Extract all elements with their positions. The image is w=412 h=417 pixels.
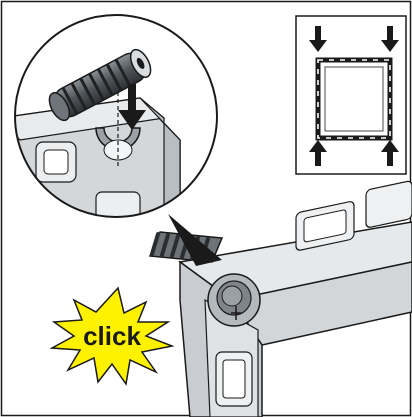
rail-slot [365,180,412,228]
arrow-up-icon [309,140,327,166]
click-label: click [83,321,141,351]
click-callout: click [49,286,175,386]
arrow-down-icon [309,26,327,52]
burst-shape [49,286,175,386]
arrow-down-icon [381,26,399,52]
magnifier-pointer [168,214,222,266]
arrow-up-icon [381,140,399,166]
detail-magnifier [14,14,218,218]
inset-overview [295,15,407,175]
frame-corner [178,180,412,417]
arrow-down-icon [118,84,146,130]
plug-detail [48,48,152,122]
